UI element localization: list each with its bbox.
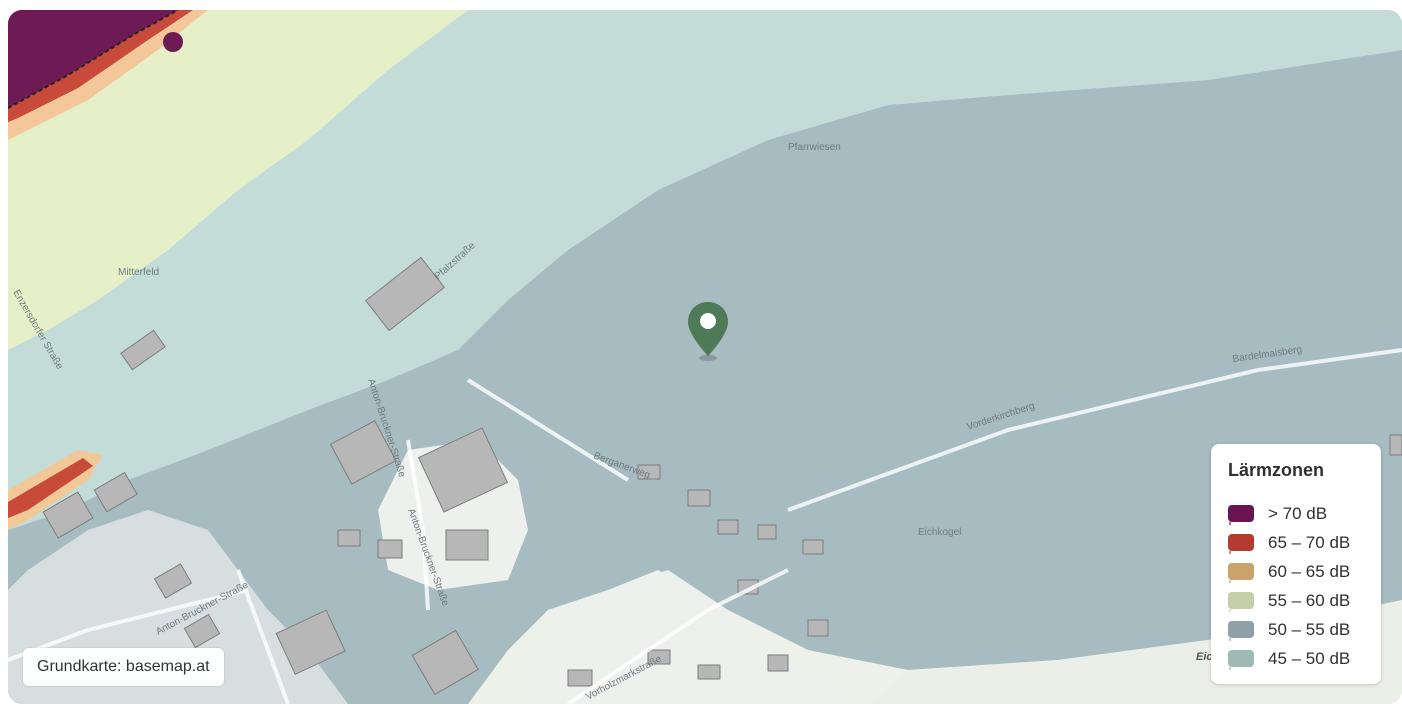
legend-item: > 70 dB <box>1228 499 1363 528</box>
legend-swatch <box>1228 621 1254 641</box>
legend-item: 45 – 50 dB <box>1228 644 1363 673</box>
buildings <box>42 256 1402 696</box>
legend-item: 60 – 65 dB <box>1228 557 1363 586</box>
area-label-eichkogel: Eichkogel <box>918 527 961 538</box>
noise-zone-55-60 <box>8 10 468 350</box>
legend-label: 55 – 60 dB <box>1268 590 1351 610</box>
legend-swatch <box>1228 592 1254 612</box>
map-container[interactable]: Anton-Bruckner-Straße Anton-Bruckner-Str… <box>8 10 1402 704</box>
noise-zone-65-70-road <box>8 458 93 518</box>
legend-item: 65 – 70 dB <box>1228 528 1363 557</box>
legend-label: 60 – 65 dB <box>1268 561 1351 581</box>
legend-item: 55 – 60 dB <box>1228 586 1363 615</box>
legend-label: 65 – 70 dB <box>1268 532 1351 552</box>
location-marker[interactable] <box>686 300 730 362</box>
legend-label: > 70 dB <box>1268 503 1328 523</box>
legend-label: 45 – 50 dB <box>1268 648 1351 668</box>
legend-swatch <box>1228 650 1254 670</box>
map-pin-dot <box>700 313 716 329</box>
basemap-attribution: Grundkarte: basemap.at <box>23 648 224 686</box>
noise-legend: Lärmzonen > 70 dB 65 – 70 dB 60 – 65 dB 55 … <box>1211 444 1381 684</box>
legend-swatch <box>1228 563 1254 583</box>
marker-shadow <box>699 355 717 361</box>
map-canvas[interactable]: Anton-Bruckner-Straße Anton-Bruckner-Str… <box>8 10 1402 704</box>
area-label-pfarrwiesen: Pfarrwiesen <box>788 142 841 153</box>
legend-swatch <box>1228 505 1254 525</box>
noise-zone-45-50 <box>8 10 1402 530</box>
legend-swatch <box>1228 534 1254 554</box>
highway-node <box>163 32 183 52</box>
area-label-mitterfeld: Mitterfeld <box>118 267 159 278</box>
legend-title: Lärmzonen <box>1228 460 1325 480</box>
highway-border <box>8 10 179 109</box>
legend-list: > 70 dB 65 – 70 dB 60 – 65 dB 55 – 60 dB 50 … <box>1228 499 1363 673</box>
streets <box>8 348 1402 704</box>
legend-item: 50 – 55 dB <box>1228 615 1363 644</box>
legend-label: 50 – 55 dB <box>1268 619 1351 639</box>
